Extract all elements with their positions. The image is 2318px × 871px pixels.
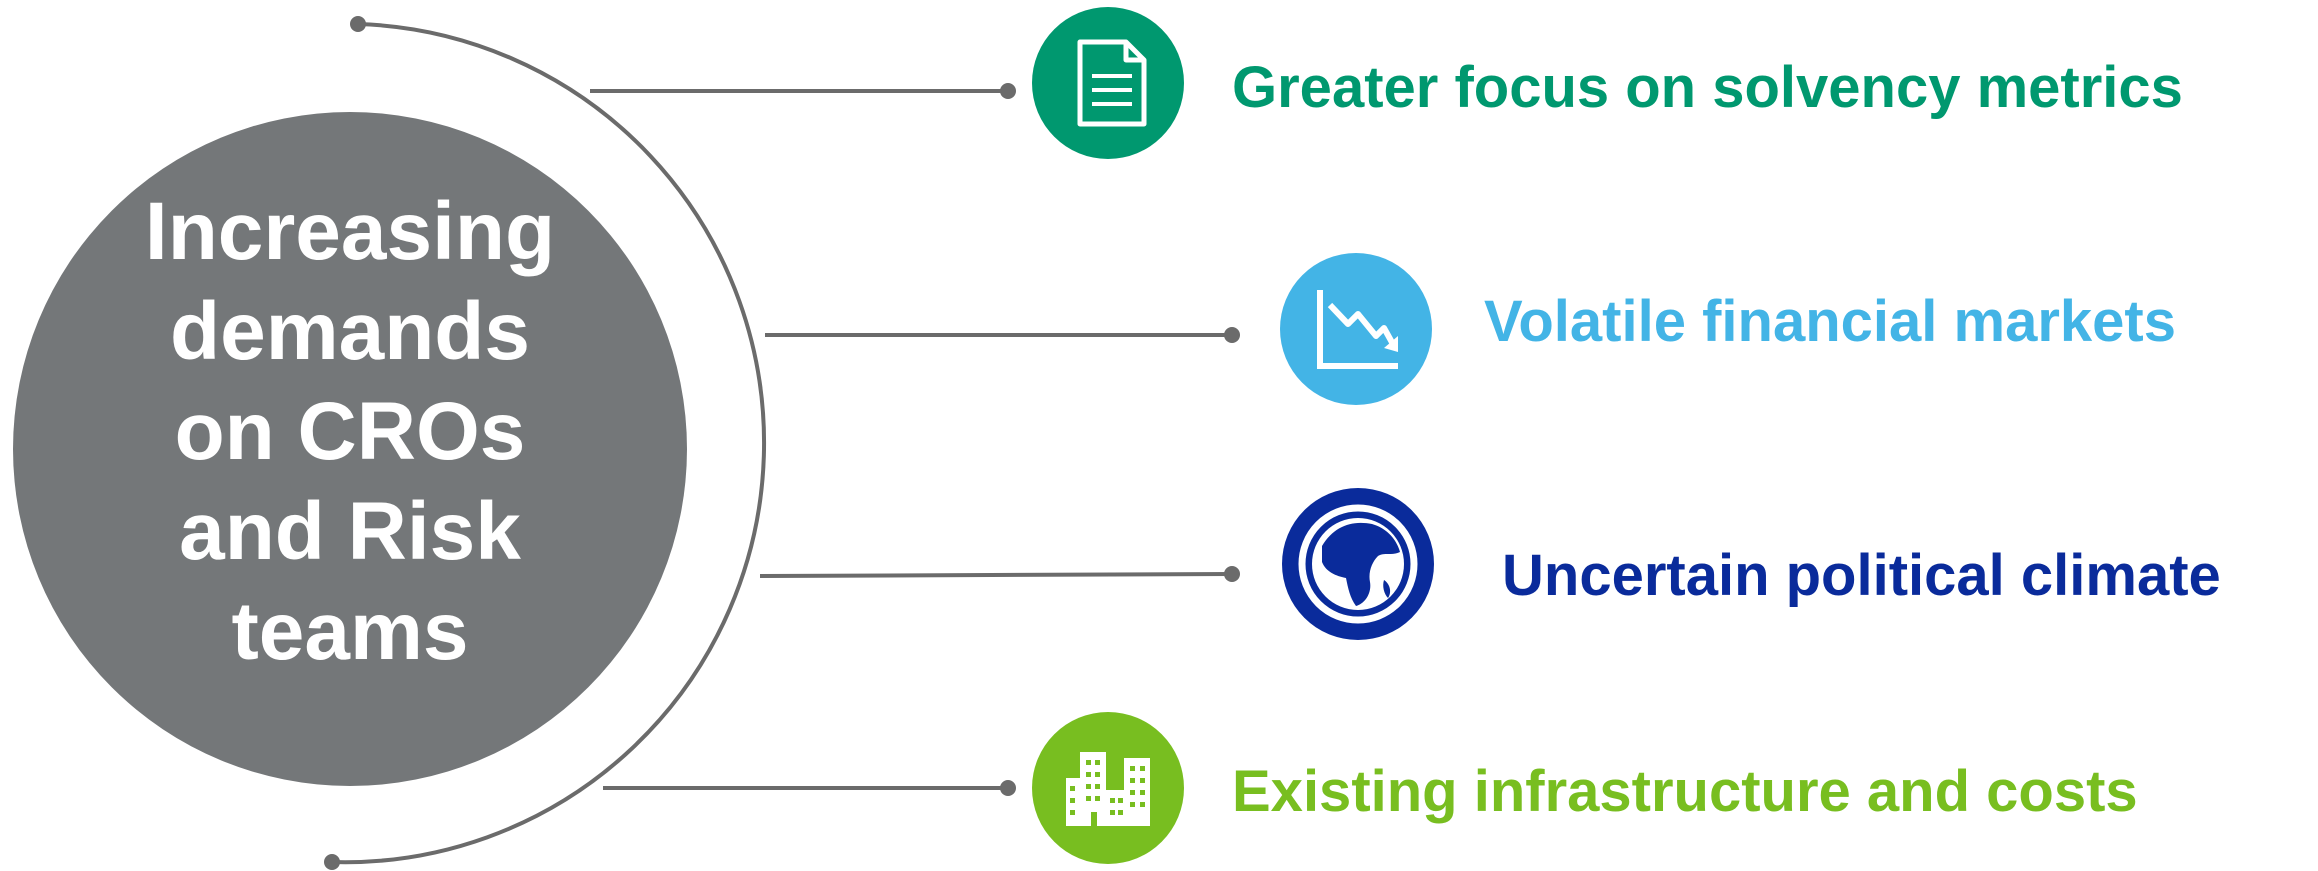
arc-top-dot	[350, 16, 366, 32]
connector-1	[590, 83, 1016, 99]
buildings-icon	[1032, 712, 1184, 864]
connector-2	[765, 327, 1240, 343]
item-label-infrastructure: Existing infrastructure and costs	[1232, 759, 2138, 824]
center-circle	[13, 112, 687, 786]
document-icon	[1032, 7, 1184, 159]
center-title-line-4: and Risk	[179, 486, 521, 577]
center-title: Increasing demands on CROs and Risk team…	[80, 182, 620, 682]
connector-3	[759, 566, 1240, 582]
center-title-line-3: on CROs	[174, 386, 526, 477]
globe-icon	[1282, 488, 1434, 640]
connector-4	[603, 780, 1016, 796]
center-title-line-5: teams	[231, 586, 469, 677]
item-label-solvency: Greater focus on solvency metrics	[1232, 55, 2183, 120]
arc-bottom-dot	[324, 854, 340, 870]
center-title-line-2: demands	[170, 286, 530, 377]
declining-chart-icon	[1280, 253, 1432, 405]
center-title-line-1: Increasing	[144, 186, 556, 277]
item-label-markets: Volatile financial markets	[1484, 289, 2176, 354]
item-label-political: Uncertain political climate	[1502, 543, 2221, 608]
outer-arc	[331, 22, 767, 865]
